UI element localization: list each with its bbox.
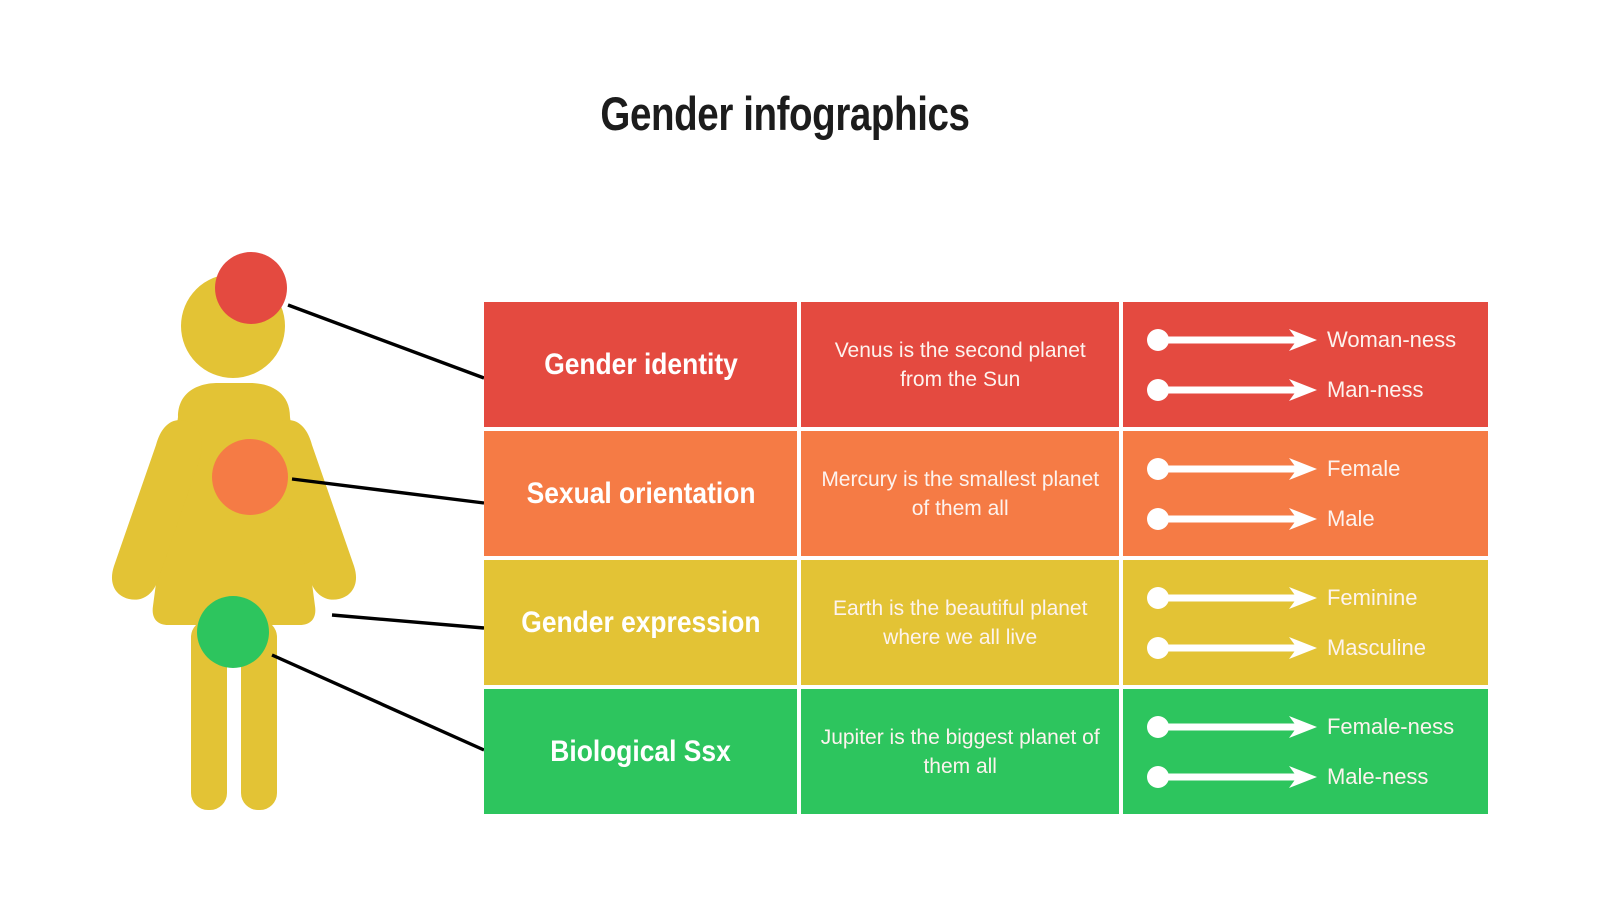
row-description-label: Venus is the second planet from the Sun <box>834 338 1086 391</box>
scale-item: Female <box>1146 455 1488 483</box>
scale-arrow-icon <box>1146 378 1317 401</box>
scale-item: Man-ness <box>1146 376 1488 404</box>
groin-marker-green <box>197 596 269 668</box>
table-row: Sexual orientation Mercury is the smalle… <box>484 431 1488 556</box>
scale-item: Feminine <box>1146 584 1488 612</box>
row-description-cell: Mercury is the smallest planet of them a… <box>801 431 1119 556</box>
row-divider <box>484 556 1488 560</box>
scale-item: Male-ness <box>1146 763 1488 791</box>
scale-label: Feminine <box>1326 584 1418 610</box>
female-pictogram-figure <box>60 240 420 820</box>
row-description-cell: Venus is the second planet from the Sun <box>801 302 1119 427</box>
figure-left-arm <box>111 420 202 600</box>
page-title: Gender infographics <box>600 87 970 140</box>
column-divider <box>1118 431 1123 556</box>
scale-arrow-icon <box>1146 715 1317 738</box>
scale-item: Female-ness <box>1146 713 1488 741</box>
column-divider <box>1118 689 1123 814</box>
scale-label: Woman-ness <box>1326 326 1457 352</box>
scale-label: Male <box>1326 505 1375 531</box>
row-description-label: Earth is the beautiful planet where we a… <box>832 596 1088 649</box>
table-row: Gender expression Earth is the beautiful… <box>484 560 1488 685</box>
scale-arrow-icon <box>1146 328 1317 351</box>
row-description-cell: Earth is the beautiful planet where we a… <box>801 560 1119 685</box>
column-divider <box>1118 302 1123 427</box>
column-divider <box>797 560 802 685</box>
figure-right-leg <box>241 620 277 810</box>
row-title-label: Gender identity <box>543 347 738 381</box>
scale-label: Man-ness <box>1326 376 1424 402</box>
row-description-label: Jupiter is the biggest planet of them al… <box>820 725 1100 778</box>
row-divider <box>484 685 1488 689</box>
row-title-cell: Gender expression <box>484 560 798 685</box>
table-row: Biological Ssx Jupiter is the biggest pl… <box>484 689 1488 814</box>
row-title-cell: Biological Ssx <box>484 689 798 814</box>
row-title-label: Gender expression <box>521 605 761 639</box>
row-scale-cell: Woman-ness Man-ness <box>1122 302 1488 427</box>
scale-label: Masculine <box>1326 634 1426 660</box>
chest-marker-orange <box>212 439 288 515</box>
head-marker-red <box>215 252 287 324</box>
row-title-cell: Gender identity <box>484 302 798 427</box>
column-divider <box>797 431 802 556</box>
figure-body-group <box>111 274 357 810</box>
scale-label: Female <box>1326 455 1401 481</box>
scale-arrow-icon <box>1146 636 1317 659</box>
row-title-cell: Sexual orientation <box>484 431 798 556</box>
scale-arrow-icon <box>1146 457 1317 480</box>
row-scale-cell: Female-ness Male-ness <box>1122 689 1488 814</box>
scale-arrow-icon <box>1146 765 1317 788</box>
row-scale-cell: Female Male <box>1122 431 1488 556</box>
scale-label: Male-ness <box>1326 763 1429 789</box>
scale-item: Woman-ness <box>1146 326 1488 354</box>
figure-right-arm <box>266 420 357 600</box>
row-title-label: Biological Ssx <box>550 734 731 768</box>
row-divider <box>484 427 1488 431</box>
scale-item: Male <box>1146 505 1488 533</box>
gender-infographic-table: Gender identity Venus is the second plan… <box>484 302 1488 814</box>
row-title-label: Sexual orientation <box>526 476 756 510</box>
table-row: Gender identity Venus is the second plan… <box>484 302 1488 427</box>
row-description-label: Mercury is the smallest planet of them a… <box>821 467 1100 520</box>
column-divider <box>797 302 802 427</box>
row-description-cell: Jupiter is the biggest planet of them al… <box>801 689 1119 814</box>
scale-item: Masculine <box>1146 634 1488 662</box>
column-divider <box>1118 560 1123 685</box>
row-scale-cell: Feminine Masculine <box>1122 560 1488 685</box>
scale-label: Female-ness <box>1326 713 1455 739</box>
figure-left-leg <box>191 620 227 810</box>
scale-arrow-icon <box>1146 586 1317 609</box>
scale-arrow-icon <box>1146 507 1317 530</box>
column-divider <box>797 689 802 814</box>
